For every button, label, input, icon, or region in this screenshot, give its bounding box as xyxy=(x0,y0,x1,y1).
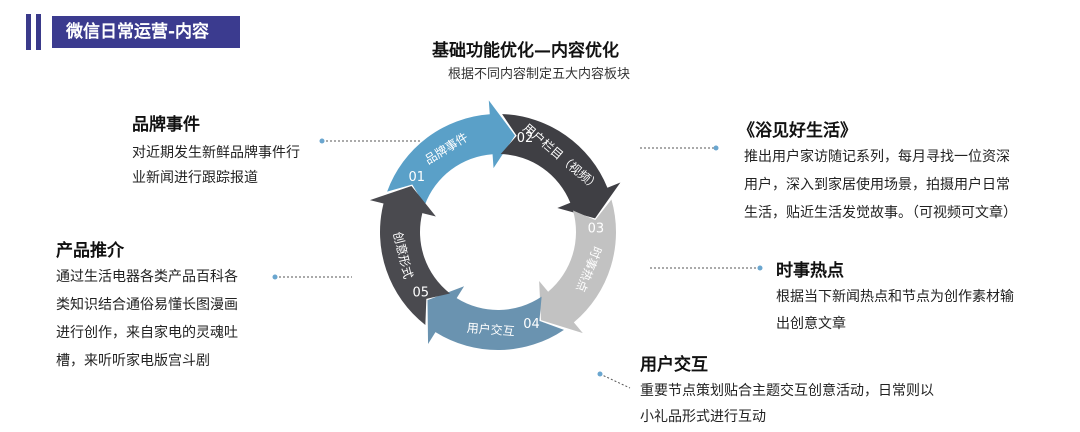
page-title: 微信日常运营-内容 xyxy=(52,16,240,48)
cycle-number-hot: 03 xyxy=(588,222,605,237)
hot-line-1: 根据当下新闻热点和节点为创作素材输 xyxy=(776,289,1014,305)
life-line-3: 生活，贴近生活发觉故事。（可视频可文章） xyxy=(744,205,1017,221)
connector-interact xyxy=(599,373,631,389)
brand-title: 品牌事件 xyxy=(132,115,200,135)
life-line-2: 用户，深入到家居使用场景，拍摄用户日常 xyxy=(744,177,1010,193)
hot-title: 时事热点 xyxy=(776,261,844,281)
diagram-subtitle: 根据不同内容制定五大内容板块 xyxy=(448,67,631,82)
interact-title: 用户交互 xyxy=(640,355,708,375)
interact-line-1: 重要节点策划贴合主题交互创意活动，日常则以 xyxy=(640,383,934,399)
cycle-segment-hot xyxy=(539,199,616,334)
diagram-title: 基础功能优化—内容优化 xyxy=(432,41,619,61)
product-title: 产品推介 xyxy=(56,241,124,261)
brand-line-1: 对近期发生新鲜品牌事件行 xyxy=(132,145,300,161)
product-line-2: 类知识结合通俗易懂长图漫画 xyxy=(56,297,238,313)
cycle-number-interact: 04 xyxy=(523,317,540,332)
cycle-number-creative: 05 xyxy=(413,285,430,300)
cycle-label-interact: 用户交互 xyxy=(466,320,515,339)
cycle-segment-interact xyxy=(427,286,564,350)
cycle-segments xyxy=(369,100,621,350)
cycle-number-brand: 01 xyxy=(408,170,425,185)
cycle-segment-brand xyxy=(387,100,516,206)
cycle-segment-user-column xyxy=(500,114,621,219)
product-line-3: 进行创作，来自家电的灵魂吐 xyxy=(56,325,238,341)
cycle-number-user-column: 02 xyxy=(517,131,534,146)
life-title: 《浴见好生活》 xyxy=(738,121,857,141)
product-line-1: 通过生活电器各类产品百科各 xyxy=(56,269,238,285)
hot-line-2: 出创意文章 xyxy=(776,316,846,332)
interact-line-2: 小礼品形式进行互动 xyxy=(640,409,766,425)
life-line-1: 推出用户家访随记系列，每月寻找一位资深 xyxy=(744,149,1010,165)
brand-line-2: 业新闻进行跟踪报道 xyxy=(132,170,258,186)
product-line-4: 槽，来听听家电版宫斗剧 xyxy=(56,353,210,369)
cycle-segment-creative xyxy=(369,185,450,325)
